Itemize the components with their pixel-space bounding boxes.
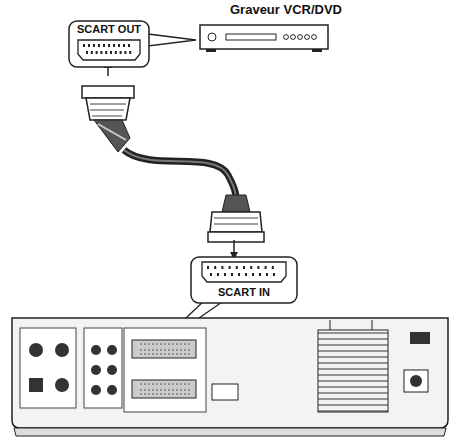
- scart-cable: [124, 150, 236, 200]
- pin: [91, 51, 93, 54]
- pin: [266, 273, 268, 276]
- connector-callout: SCART OUT: [68, 20, 150, 68]
- pin: [217, 273, 219, 276]
- pin: [265, 266, 267, 269]
- pin: [124, 51, 126, 54]
- pin: [110, 51, 112, 54]
- pin: [108, 44, 110, 47]
- pin: [259, 273, 261, 276]
- scart-socket: [202, 262, 286, 282]
- callout-box: [191, 257, 297, 303]
- button: [298, 35, 303, 40]
- pin: [98, 44, 100, 47]
- button: [284, 35, 289, 40]
- pin: [129, 51, 131, 54]
- pin: [100, 51, 102, 54]
- pin: [250, 266, 252, 269]
- pin: [123, 44, 125, 47]
- pin: [105, 51, 107, 54]
- pin: [231, 273, 233, 276]
- tray: [226, 34, 276, 40]
- pin: [252, 273, 254, 276]
- pin: [120, 51, 122, 54]
- pin: [243, 266, 245, 269]
- pin: [113, 44, 115, 47]
- pin: [88, 44, 90, 47]
- pin: [272, 266, 274, 269]
- pin: [118, 44, 120, 47]
- recorder-body: [200, 25, 328, 49]
- pin: [115, 51, 117, 54]
- pin: [103, 44, 105, 47]
- pin: [238, 273, 240, 276]
- scart-socket: [78, 40, 140, 60]
- pin: [229, 266, 231, 269]
- scart-plug: [208, 195, 264, 260]
- button: [305, 35, 310, 40]
- connector-label: SCART IN: [190, 286, 298, 298]
- connector-label: SCART OUT: [68, 20, 150, 35]
- foot: [312, 49, 322, 52]
- pin: [214, 266, 216, 269]
- pin: [245, 273, 247, 276]
- pin: [236, 266, 238, 269]
- pin: [221, 266, 223, 269]
- callout-pointer: [148, 34, 196, 46]
- pin: [93, 44, 95, 47]
- button: [291, 35, 296, 40]
- callout-box: [69, 21, 149, 67]
- foot: [206, 49, 216, 52]
- pin: [128, 44, 130, 47]
- device: Graveur VCR/DVD: [196, 2, 330, 58]
- pin: [207, 266, 209, 269]
- pin: [224, 273, 226, 276]
- pin: [83, 44, 85, 47]
- pin: [273, 273, 275, 276]
- pin: [257, 266, 259, 269]
- dvd-player-back: [12, 318, 448, 436]
- pin: [210, 273, 212, 276]
- pin: [86, 51, 88, 54]
- knob: [208, 33, 216, 41]
- button: [312, 35, 317, 40]
- pin: [96, 51, 98, 54]
- scart-cable: [124, 150, 236, 200]
- device-label: Graveur VCR/DVD: [196, 2, 330, 17]
- scart-plug: [82, 86, 134, 152]
- connector-callout: SCART IN: [190, 256, 298, 304]
